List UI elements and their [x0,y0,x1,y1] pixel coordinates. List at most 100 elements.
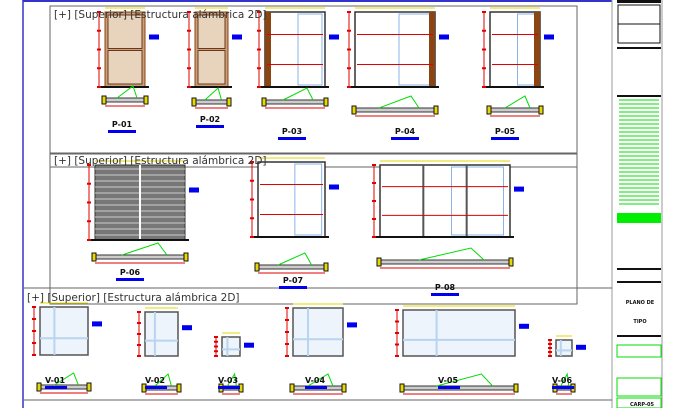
dimension-tick [97,48,101,51]
dimension-tick [347,67,351,70]
dimension-tick [347,11,351,13]
viewport-1-label[interactable]: [+] [Superior] [Estructura alámbrica 2D] [54,9,267,21]
note-tag [244,342,254,348]
door-elevation-5 [486,11,544,88]
title-plano: PLANO DE [626,300,655,306]
window-plan [399,373,519,395]
dimension-tick [257,48,261,51]
window-elevation-6 [555,339,573,357]
door-label: P-05 [495,127,516,136]
door-elevation-3 [261,11,329,88]
dimension-tick [395,320,399,323]
note-tag [576,344,586,350]
window-label: V-06 [552,376,572,385]
dimension-tick [137,311,141,313]
dimension-tick [187,29,191,32]
door-elevation-2 [191,11,232,88]
dimension-tick [32,342,36,344]
door-note [108,130,136,133]
dimension-tick [347,86,351,88]
door-label: P-06 [120,268,141,277]
door-label: P-04 [395,127,416,136]
dimension-tick [482,11,486,13]
dimension-tick [372,200,376,202]
note-tag [329,184,339,190]
door-label: P-08 [435,283,456,292]
door-elevation-6 [91,164,189,241]
dimension-tick [214,345,218,348]
door-note [491,137,519,140]
door-label: P-03 [282,127,302,136]
door-elevation-4 [351,11,439,88]
dimension-tick [482,48,486,51]
dimension-tick [214,340,218,343]
door-elevation-7 [254,161,329,238]
dimension-tick [250,236,254,238]
dimension-tick [482,86,486,88]
window-elevation-2 [144,311,179,357]
door-note [279,286,307,289]
door-note [196,125,224,128]
window-note [438,386,460,389]
dimension-tick [187,67,191,70]
note-tag [232,34,242,40]
dimension-tick [482,67,486,70]
window-note [145,386,167,389]
window-note [552,386,574,389]
title-tipo: TIPO [633,319,646,325]
dimension-tick [395,332,399,334]
door-plan-1 [101,85,149,107]
title-code: CARP-05 [630,402,655,408]
dimension-tick [257,11,261,13]
window-note [218,386,240,389]
note-tag [92,321,102,327]
window-note [305,386,327,389]
note-tag [189,187,199,193]
door-plan-2 [191,87,232,109]
dimension-tick [285,343,289,345]
dimension-tick [285,307,289,309]
window-elevation-4 [292,307,344,357]
door-plan-7 [254,252,329,274]
dimension-tick [214,355,218,357]
dimension-tick [285,319,289,321]
dimension-tick [137,322,141,324]
dimension-tick [548,339,552,341]
window-elevation-3 [221,336,241,357]
dimension-tick [372,164,376,166]
door-label: P-07 [283,276,303,285]
dimension-tick [372,182,376,184]
note-tag [519,323,529,329]
dimension-tick [250,179,254,182]
dimension-tick [97,29,101,32]
door-plan-3 [261,87,329,109]
dimension-tick [395,309,399,311]
dimension-tick [372,218,376,220]
dimension-tick [395,355,399,357]
dimension-tick [137,355,141,357]
dimension-tick [187,11,191,13]
dimension-tick [187,48,191,51]
dimension-tick [32,330,36,332]
viewport-3-label[interactable]: [+] [Superior] [Estructura alámbrica 2D] [27,292,240,304]
dimension-tick [87,220,91,223]
door-label: P-02 [200,115,220,124]
dimension-tick [257,67,261,70]
note-tag [439,34,449,40]
window-label: V-03 [218,376,238,385]
dimension-tick [87,182,91,185]
dimension-tick [257,86,261,88]
viewport-1-frame[interactable] [49,5,578,155]
window-elevation-1 [39,306,89,356]
dimension-tick [137,333,141,335]
viewport-2-label[interactable]: [+] [Superior] [Estructura alámbrica 2D] [54,155,267,167]
dimension-tick [214,350,218,353]
dimension-tick [137,344,141,346]
window-note [45,386,67,389]
door-elevation-8 [376,164,514,238]
dimension-tick [87,201,91,204]
door-note [278,137,306,140]
window-elevation-5 [402,309,516,357]
